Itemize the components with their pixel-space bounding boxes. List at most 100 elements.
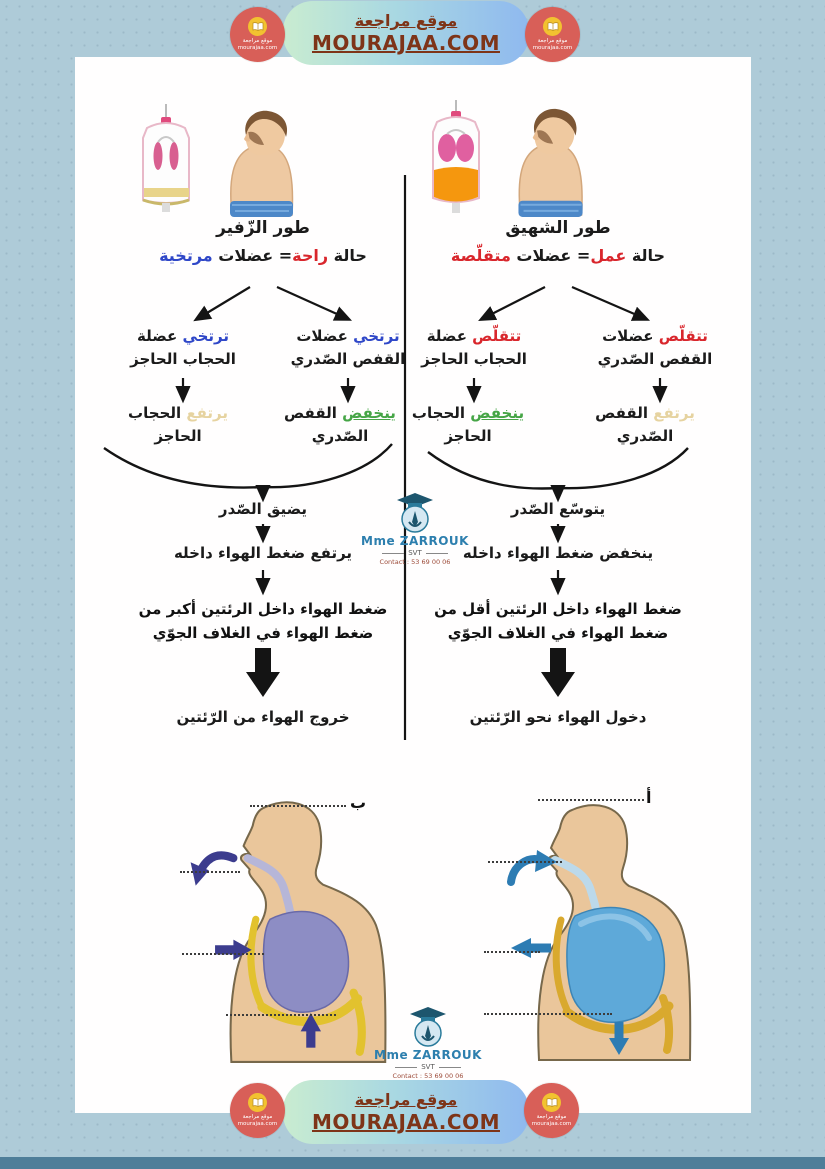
exhale-airflow-arrows	[190, 851, 322, 1048]
watermark-contact: Contact : 53 69 00 06	[379, 558, 451, 566]
tail: عضلات	[296, 327, 354, 345]
node-line2: الحاجز	[154, 426, 202, 445]
verb: ترتخي	[182, 327, 230, 345]
tail: الحجاب	[128, 404, 187, 422]
bottom-banner: موقع مراجعة MOURAJAA.COM	[283, 1080, 529, 1144]
verb: ترتخي	[353, 327, 400, 345]
exhale-outcome: خروج الهواء من الرّئتين	[176, 708, 350, 726]
inhale-ribcage-result: يرتفع القفص الصّدري	[595, 402, 695, 447]
comparison-line2: ضغط الهواء في الغلاف الجوّي	[447, 624, 669, 642]
exhale-arrows	[175, 285, 356, 596]
comparison-line1: ضغط الهواء داخل الرئتين أكبر من	[138, 600, 388, 618]
verb: تتقلّص	[658, 327, 708, 345]
graduation-cap-pen-icon	[410, 1007, 446, 1047]
site-domain-link[interactable]: MOURAJAA.COM	[312, 31, 500, 55]
bell-jar-model-exhale	[142, 104, 190, 212]
verb: ينخفض	[342, 404, 396, 422]
label-line[interactable]	[180, 871, 240, 873]
node-line2: الحجاب الحاجز	[130, 349, 236, 368]
tail: القفص	[595, 404, 654, 422]
watermark-name: Mme ZARROUK	[361, 534, 469, 548]
teacher-watermark: Mme ZARROUK SVT Contact : 53 69 00 06	[373, 1006, 483, 1080]
tail: عضلة	[426, 327, 473, 345]
site-logo: موقع مراجعة mourajaa.com	[524, 1083, 579, 1138]
teacher-watermark: Mme ZARROUK SVT Contact : 53 69 00 06	[360, 492, 470, 566]
exhale-phase-title: طور الزّفير	[216, 218, 310, 238]
exhale-figure-label: ب	[350, 793, 367, 812]
tail: عضلة	[136, 327, 183, 345]
inhale-torso-figure	[507, 804, 692, 1061]
state-mid: = عضلات	[212, 246, 293, 265]
node-line2: الصّدري	[616, 426, 674, 445]
inhale-ribcage-node: تتقلّص عضلات القفص الصّدري	[598, 325, 713, 370]
watermark-contact: Contact : 53 69 00 06	[392, 1072, 464, 1080]
inhale-pressure-step: ينخفض ضغط الهواء داخله	[462, 544, 654, 562]
node-line2: القفص الصّدري	[597, 349, 713, 368]
inhale-figure-label: أ	[646, 788, 652, 807]
top-banner: موقع مراجعة MOURAJAA.COM	[283, 1, 529, 65]
site-logo: موقع مراجعة mourajaa.com	[525, 7, 580, 62]
inhale-pressure-comparison: ضغط الهواء داخل الرئتين أقل من ضغط الهوا…	[434, 597, 682, 645]
verb: تتقلّص	[472, 327, 522, 345]
label-line[interactable]	[226, 1014, 336, 1016]
node-line2: الحجاب الحاجز	[421, 349, 527, 368]
exhale-diaphragm-result: يرتفع الحجاب الحاجز	[128, 402, 228, 447]
node-line2: الصّدري	[311, 426, 369, 445]
watermark-name: Mme ZARROUK	[374, 1048, 482, 1062]
state-key: راحة	[292, 246, 329, 265]
exhale-state-line: حالة راحة= عضلات مرتخية	[159, 246, 367, 265]
label-line[interactable]	[484, 951, 540, 953]
inhale-state-line: حالة عمل= عضلات متقلّصة	[451, 246, 665, 265]
verb: يرتفع	[186, 404, 228, 422]
tail: عضلات	[602, 327, 659, 345]
label-line[interactable]	[182, 953, 264, 955]
inhale-outcome: دخول الهواء نحو الرّئتين	[469, 708, 647, 726]
inhale-airflow-arrows	[507, 850, 629, 1055]
state-prefix: حالة	[626, 246, 666, 265]
comparison-line1: ضغط الهواء داخل الرئتين أقل من	[434, 600, 682, 618]
logo-caption-domain: mourajaa.com	[531, 1121, 572, 1128]
site-logo: موقع مراجعة mourajaa.com	[230, 7, 285, 62]
exhale-chest-step: يضيق الصّدر	[218, 500, 308, 518]
logo-caption-domain: mourajaa.com	[237, 1121, 278, 1128]
thick-result-arrows	[246, 648, 575, 697]
verb: يرتفع	[653, 404, 695, 422]
logo-caption-domain: mourajaa.com	[237, 45, 278, 52]
label-line[interactable]	[250, 805, 346, 807]
state-key: عمل	[590, 246, 627, 265]
book-icon	[248, 17, 267, 37]
site-name-arabic[interactable]: موقع مراجعة	[354, 11, 458, 30]
logo-caption-ar: موقع مراجعة	[242, 38, 273, 45]
verb: ينخفض	[470, 404, 525, 422]
logo-caption-ar: موقع مراجعة	[536, 1114, 567, 1121]
graduation-cap-pen-icon	[397, 493, 433, 533]
book-icon	[542, 1093, 561, 1113]
exhale-ribcage-node: ترتخي عضلات القفص الصّدري	[291, 325, 406, 370]
book-icon	[248, 1093, 267, 1113]
inhale-diaphragm-node: تتقلّص عضلة الحجاب الحاجز	[421, 325, 527, 370]
tail: الحجاب	[411, 404, 471, 422]
label-line[interactable]	[538, 799, 644, 801]
converge-braces	[103, 443, 689, 490]
logo-caption-domain: mourajaa.com	[532, 45, 573, 52]
inhale-phase-title: طور الشهيق	[505, 218, 611, 238]
exhale-pressure-step: يرتفع ضغط الهواء داخله	[173, 544, 353, 562]
comparison-line2: ضغط الهواء في الغلاف الجوّي	[152, 624, 374, 642]
book-icon	[543, 17, 562, 37]
state-value: متقلّصة	[450, 246, 511, 265]
watermark-subject: SVT	[395, 1063, 461, 1071]
inhale-chest-step: يتوسّع الصّدر	[510, 500, 606, 518]
exhale-diaphragm-node: ترتخي عضلة الحجاب الحاجز	[130, 325, 236, 370]
site-name-arabic[interactable]: موقع مراجعة	[354, 1090, 458, 1109]
node-line2: الحاجز	[444, 426, 492, 445]
logo-caption-ar: موقع مراجعة	[537, 38, 568, 45]
boy-back-illustration-exhale	[230, 110, 294, 217]
state-value: مرتخية	[159, 246, 213, 265]
label-line[interactable]	[488, 861, 562, 863]
label-line[interactable]	[484, 1013, 612, 1015]
site-logo: موقع مراجعة mourajaa.com	[230, 1083, 285, 1138]
site-domain-link[interactable]: MOURAJAA.COM	[312, 1110, 500, 1134]
tail: القفص	[284, 404, 343, 422]
